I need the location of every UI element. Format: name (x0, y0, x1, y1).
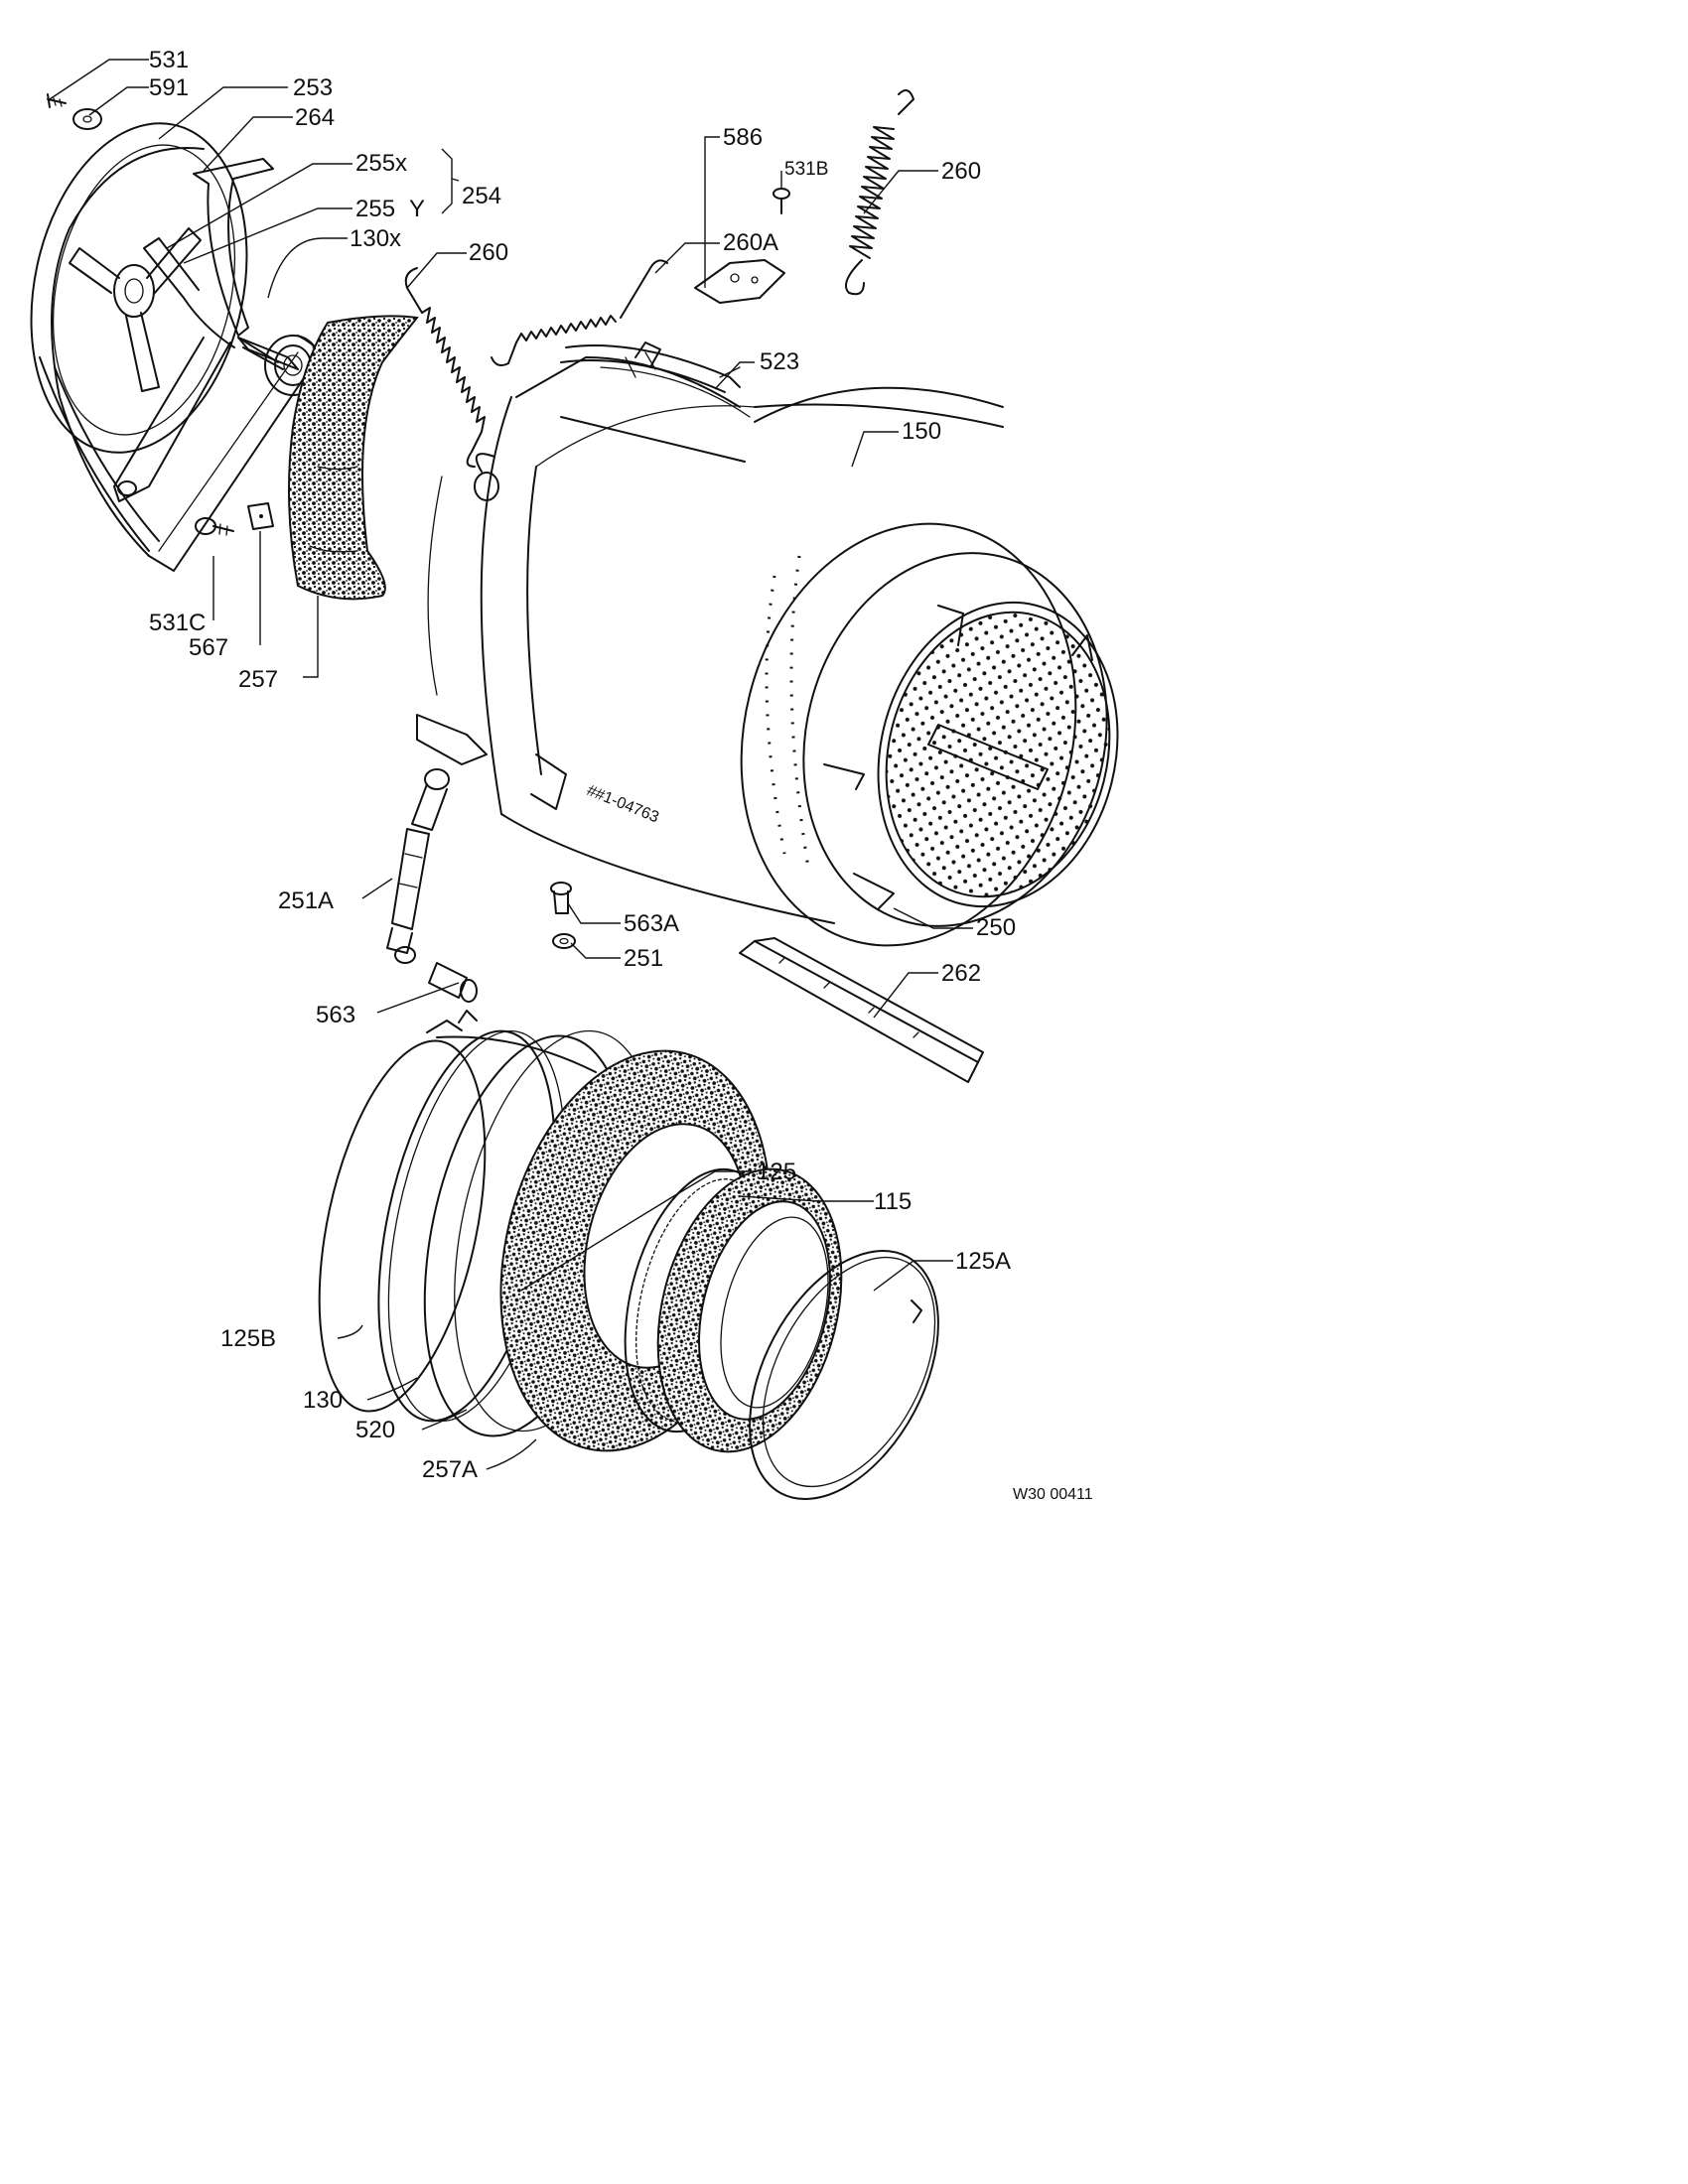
label-260-right: 260 (941, 158, 981, 185)
label-523: 523 (760, 348, 799, 375)
label-150: 150 (902, 418, 941, 445)
label-520: 520 (355, 1417, 395, 1443)
tub-front-ring-523 (474, 344, 741, 501)
label-531: 531 (149, 47, 189, 73)
label-264: 264 (295, 104, 335, 131)
label-254: 254 (462, 183, 501, 209)
drive-belt (51, 147, 319, 572)
part-labels: 531 591 253 264 255x 255 Y 254 130x 260 … (149, 47, 1016, 1483)
counterweight-257 (288, 315, 419, 601)
label-262: 262 (941, 960, 981, 987)
label-255: 255 (355, 196, 395, 222)
label-125: 125 (757, 1159, 796, 1185)
bracket-586 (694, 259, 785, 304)
label-257a: 257A (422, 1456, 478, 1483)
clamp-ring-125a (749, 1250, 939, 1500)
label-563: 563 (316, 1002, 355, 1028)
screw-531b (773, 188, 790, 214)
leader-lines (49, 59, 973, 1470)
washer-591 (72, 108, 102, 130)
label-125a: 125A (955, 1248, 1011, 1275)
label-257: 257 (238, 666, 278, 693)
label-130x: 130x (350, 225, 401, 252)
label-260a: 260A (723, 229, 778, 256)
drawing-code: W30 00411 (1013, 1486, 1093, 1503)
screw-531c (195, 517, 234, 536)
shock-absorber-251a (386, 768, 450, 964)
label-251a: 251A (278, 887, 334, 914)
spring-260-right (845, 89, 914, 296)
label-563a: 563A (624, 910, 679, 937)
label-567: 567 (189, 634, 228, 661)
tub-stamp: ##1-04763 (585, 782, 661, 826)
label-260-left: 260 (469, 239, 508, 266)
bolt-563a (550, 882, 572, 914)
bolt-563 (428, 962, 478, 1003)
label-255-y: Y (409, 196, 425, 222)
label-531c: 531C (149, 610, 206, 636)
label-250: 250 (976, 914, 1016, 941)
spring-260a (491, 259, 668, 366)
nut-251 (552, 933, 576, 949)
label-253: 253 (293, 74, 333, 101)
spring-260-left (404, 267, 486, 468)
label-586: 586 (723, 124, 763, 151)
drum-spider (113, 158, 299, 502)
label-130: 130 (303, 1387, 343, 1414)
door-gasket-115 (656, 1167, 843, 1453)
plate-567 (247, 502, 274, 530)
inner-drum (535, 403, 1119, 947)
pulley-wheel (30, 122, 248, 552)
label-125b: 125B (220, 1325, 276, 1352)
label-255x: 255x (355, 150, 407, 177)
counterweight-bar-262 (739, 937, 984, 1083)
clamp-band-125b (318, 1010, 487, 1413)
outer-tub (416, 341, 1004, 924)
screw-531 (47, 93, 67, 108)
label-115: 115 (874, 1188, 912, 1215)
label-531b: 531B (784, 159, 828, 180)
label-251: 251 (624, 945, 663, 972)
label-591: 591 (149, 74, 189, 101)
